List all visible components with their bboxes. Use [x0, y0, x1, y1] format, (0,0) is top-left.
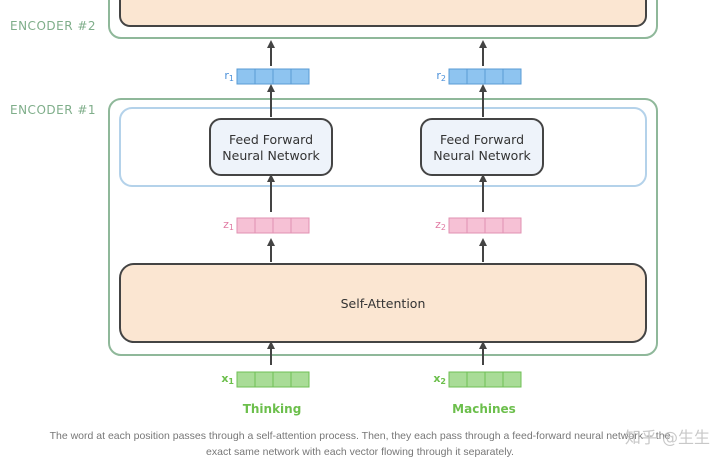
vector-cell — [290, 68, 310, 85]
vector-cell — [272, 371, 292, 388]
ffn-container — [119, 107, 647, 187]
watermark: 知乎 @生生 — [624, 428, 710, 447]
encoder-1-label: ENCODER #1 — [10, 103, 97, 117]
vector-z1 — [236, 217, 310, 234]
vector-cell — [290, 217, 310, 234]
x1-label: x1 — [221, 372, 234, 386]
vector-cell — [502, 371, 522, 388]
vector-cell — [502, 217, 522, 234]
vector-x1 — [236, 371, 310, 388]
encoder-2-frame — [108, 0, 658, 39]
ffn-1-line2: Neural Network — [222, 148, 320, 163]
x2-label: x2 — [433, 372, 446, 386]
vector-r1 — [236, 68, 310, 85]
vector-cell — [236, 68, 256, 85]
z2-label: z2 — [435, 218, 446, 232]
caption-line-1: The word at each position passes through… — [49, 430, 671, 442]
vector-r2 — [448, 68, 522, 85]
encoder-2-label: ENCODER #2 — [10, 19, 97, 33]
vector-x2 — [448, 371, 522, 388]
vector-cell — [236, 371, 256, 388]
caption-line-2: exact same network with each vector flow… — [206, 446, 514, 458]
self-attention-label: Self-Attention — [340, 296, 426, 311]
vector-z2 — [448, 217, 522, 234]
vector-cell — [448, 68, 468, 85]
vector-cell — [272, 68, 292, 85]
vector-cell — [448, 217, 468, 234]
vector-cell — [502, 68, 522, 85]
vector-cell — [484, 371, 504, 388]
vector-cell — [484, 68, 504, 85]
word-thinking: Thinking — [242, 402, 302, 416]
ffn-2-line1: Feed Forward — [439, 132, 525, 147]
vector-cell — [236, 217, 256, 234]
vector-cell — [448, 371, 468, 388]
encoder-2-inner-block — [119, 0, 647, 27]
vector-cell — [254, 68, 274, 85]
ffn-1-label: Feed Forward Neural Network — [210, 132, 332, 164]
r1-label: r1 — [224, 69, 234, 83]
vector-cell — [254, 371, 274, 388]
vector-cell — [254, 217, 274, 234]
vector-cell — [290, 371, 310, 388]
figure-caption: The word at each position passes through… — [0, 428, 720, 460]
ffn-1-line1: Feed Forward — [228, 132, 314, 147]
z1-label: z1 — [223, 218, 234, 232]
r2-label: r2 — [436, 69, 446, 83]
ffn-2-line2: Neural Network — [433, 148, 531, 163]
word-machines: Machines — [452, 402, 516, 416]
vector-cell — [466, 217, 486, 234]
vector-cell — [484, 217, 504, 234]
encoder-1-frame — [108, 98, 658, 356]
vector-cell — [466, 371, 486, 388]
ffn-2-label: Feed Forward Neural Network — [421, 132, 543, 164]
vector-cell — [272, 217, 292, 234]
vector-cell — [466, 68, 486, 85]
self-attention-block — [119, 263, 647, 343]
